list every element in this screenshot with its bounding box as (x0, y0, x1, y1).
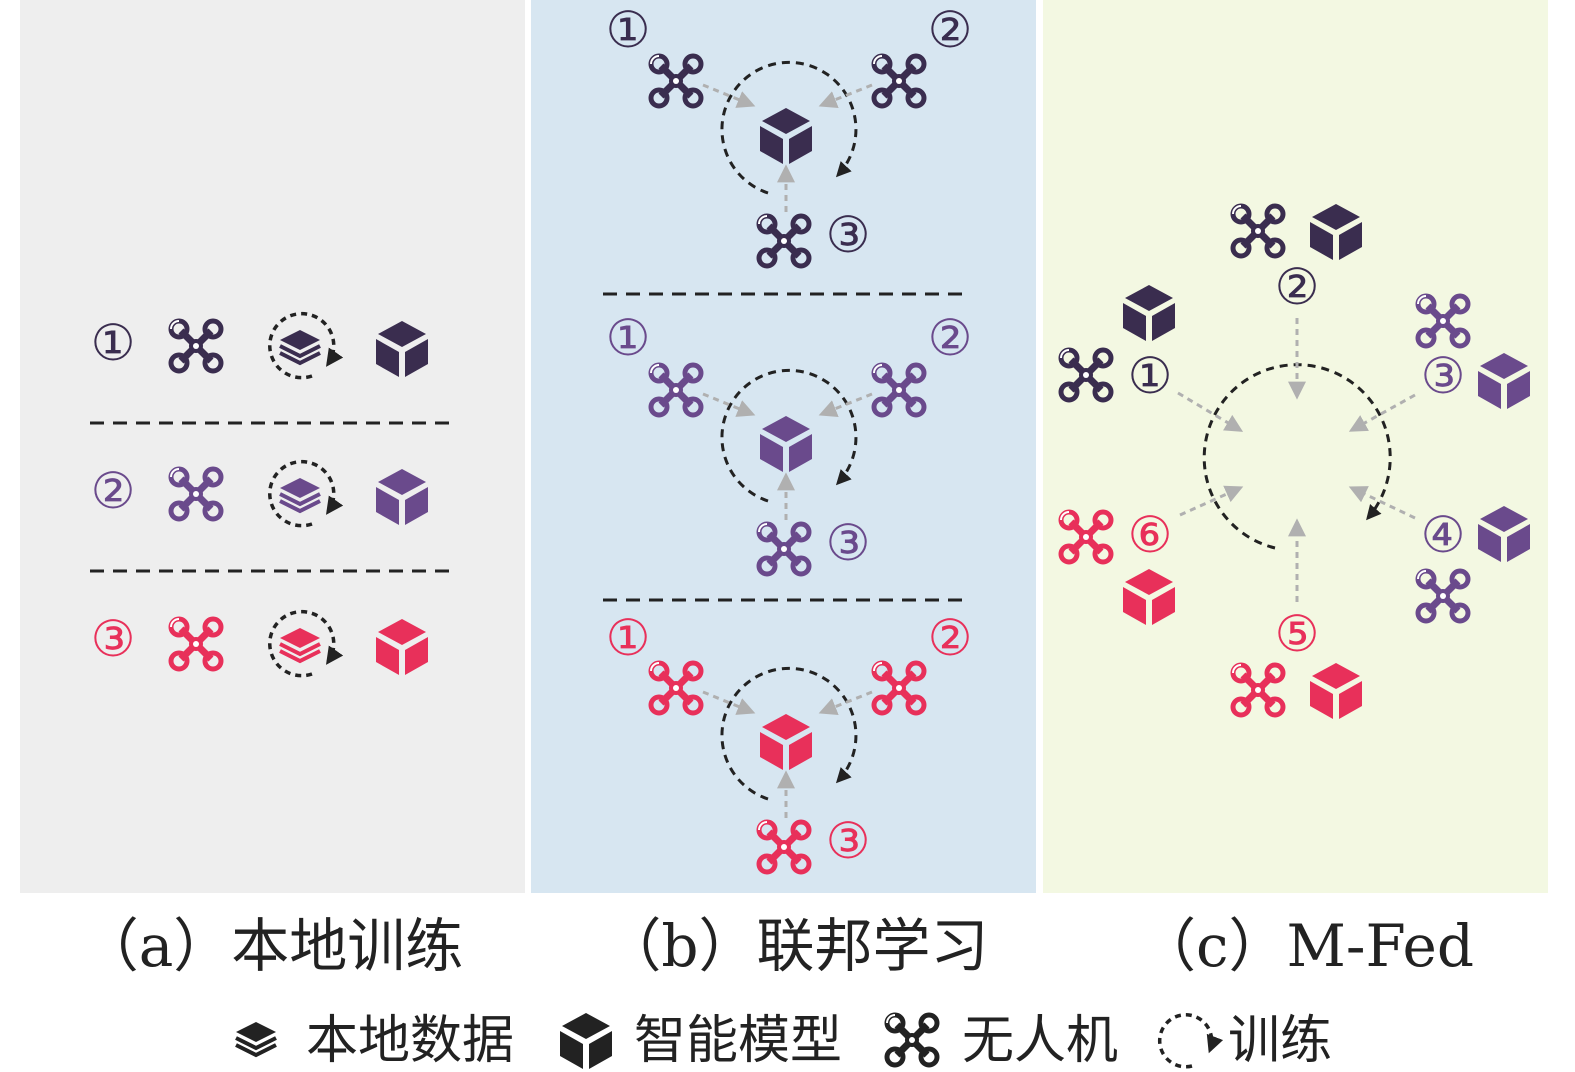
upload-arrow (702, 392, 756, 417)
drone-icon (887, 1015, 937, 1065)
aggregation-cycle (720, 666, 858, 801)
fl-group1-number-1: ① (606, 1, 651, 59)
caption-a: （a）本地训练 (81, 912, 464, 980)
upload-arrow (818, 392, 873, 418)
fl-group1-number-2: ② (928, 1, 973, 59)
panel-a-background (20, 0, 525, 893)
panel-a-row1-number: ① (91, 314, 136, 372)
panel-b: ① ② ③ ① ② ③ (603, 1, 972, 872)
upload-arrow (1348, 486, 1416, 520)
legend: 本地数据 智能模型 无人机 训练 (234, 1011, 1332, 1071)
panel-a: ① ② ③ (90, 314, 458, 676)
legend-train-label: 训练 (1228, 1011, 1332, 1071)
panel-b-background (531, 0, 1036, 893)
fl-group-1: ① ② ③ (606, 1, 973, 266)
mfed-cycle (1202, 363, 1392, 550)
legend-drone-label: 无人机 (962, 1011, 1118, 1071)
fl-group3-number-2: ② (928, 609, 973, 667)
upload-arrow (818, 690, 873, 716)
mfed-node4-number: ④ (1421, 506, 1466, 564)
fl-group1-number-3: ③ (826, 206, 871, 264)
upload-arrow (1177, 391, 1244, 432)
upload-arrow (702, 690, 756, 715)
fl-group3-number-1: ① (606, 609, 651, 667)
panel-c-background (1043, 0, 1548, 893)
mfed-node2-number: ② (1275, 258, 1320, 316)
upload-arrow (702, 83, 756, 108)
mfed-node5-number: ⑤ (1275, 605, 1320, 663)
panel-c: ② ① ③ ④ ⑥ ⑤ (1061, 204, 1530, 719)
fl-group3-number-3: ③ (826, 812, 871, 870)
aggregation-cycle (720, 60, 858, 195)
mfed-node1-number: ① (1128, 347, 1173, 405)
caption-b: （b）联邦学习 (603, 912, 988, 980)
panel-a-row2-number: ② (91, 462, 136, 520)
mfed-node6-number: ⑥ (1128, 506, 1173, 564)
aggregation-cycle (720, 368, 858, 503)
upload-arrow (1348, 393, 1416, 432)
upload-arrow (818, 83, 873, 109)
legend-data-label: 本地数据 (306, 1011, 514, 1071)
caption-c: （c）M-Fed (1138, 912, 1474, 980)
panel-a-row3-number: ③ (91, 610, 136, 668)
legend-model-label: 智能模型 (634, 1011, 842, 1071)
fl-group-3: ① ② ③ (606, 609, 973, 872)
cube-icon (560, 1013, 612, 1069)
layers-icon (234, 1020, 278, 1057)
fl-group2-number-1: ① (606, 309, 651, 367)
fl-group-2: ① ② ③ (606, 309, 973, 574)
mfed-node3-number: ③ (1421, 347, 1466, 405)
circular-arrow-icon (1157, 1013, 1224, 1069)
fl-group2-number-3: ③ (826, 514, 871, 572)
fl-group2-number-2: ② (928, 309, 973, 367)
